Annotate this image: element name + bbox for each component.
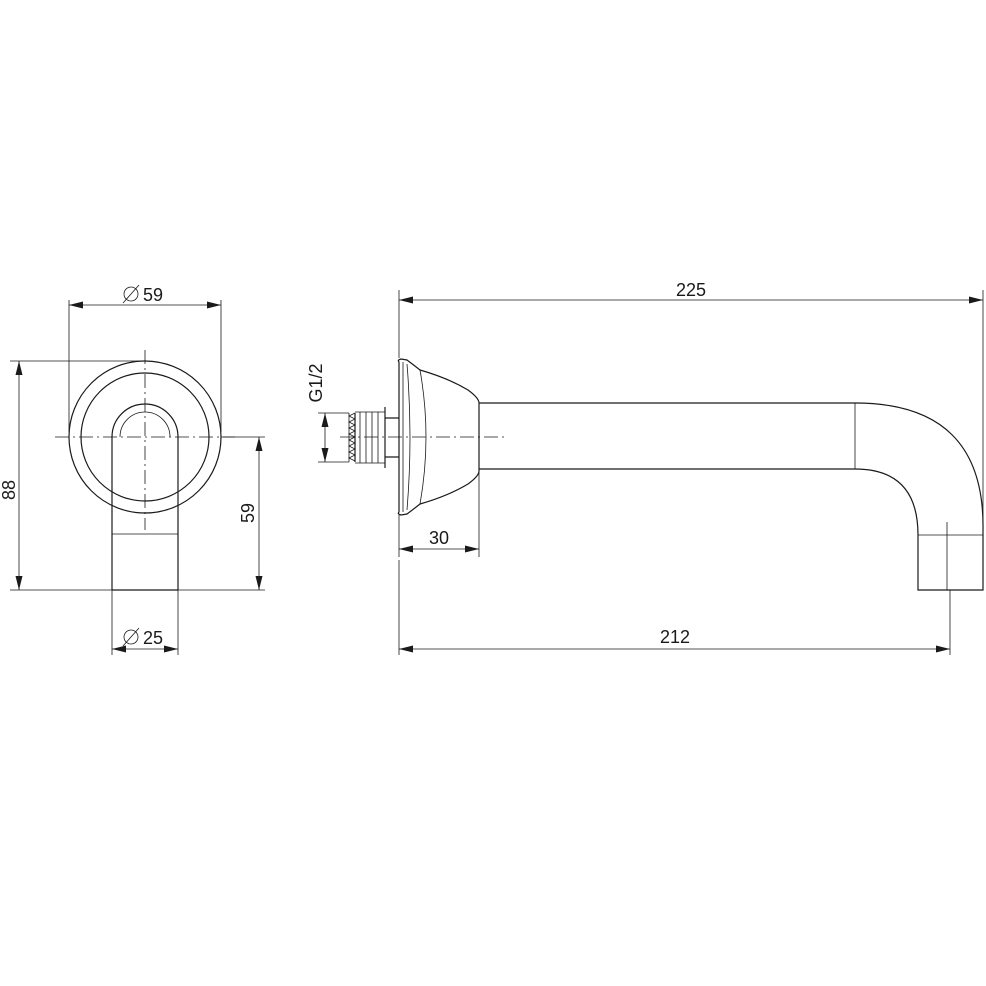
dim59-arrow-right [207, 301, 221, 309]
dim-flange-depth-label: 30 [429, 528, 449, 548]
dim25-arrow-right [164, 645, 178, 653]
wall-flange-face [402, 362, 411, 512]
side-view: 225 G1/2 30 212 [306, 280, 984, 655]
dim-outlet-reach-label: 212 [660, 627, 690, 647]
dim-spout-diameter-label: 25 [143, 628, 163, 648]
dim30-arrow-right [465, 545, 479, 553]
dim88-arrow-top [15, 361, 23, 375]
dim59v-arrow-bottom [255, 576, 263, 590]
diameter-symbol-icon [122, 627, 140, 647]
dim88-arrow-bottom [15, 576, 23, 590]
dim30-arrow-left [399, 545, 413, 553]
dim-flange-diameter-label: 59 [143, 285, 163, 305]
dim-total-length-label: 225 [676, 280, 706, 300]
diameter-symbol-icon [122, 284, 140, 304]
dim-axis-to-outlet-label: 59 [238, 503, 258, 523]
dim-total-height-label: 88 [0, 480, 19, 500]
g12-arrow-top [321, 413, 329, 427]
spout-arm-outline [479, 402, 984, 591]
front-view: 59 88 59 25 [0, 284, 265, 655]
threaded-connector [348, 407, 399, 468]
dim59v-arrow-top [255, 437, 263, 451]
dim25-arrow-left [112, 645, 126, 653]
thread-size-label: G1/2 [306, 363, 326, 402]
spout-inner-arc [119, 411, 171, 438]
dim212-arrow-left [399, 645, 413, 653]
dim225-arrow-left [399, 296, 413, 304]
dim225-arrow-right [969, 296, 983, 304]
g12-arrow-bottom [321, 448, 329, 462]
dim212-arrow-right [936, 645, 950, 653]
dim59-arrow-left [69, 301, 83, 309]
